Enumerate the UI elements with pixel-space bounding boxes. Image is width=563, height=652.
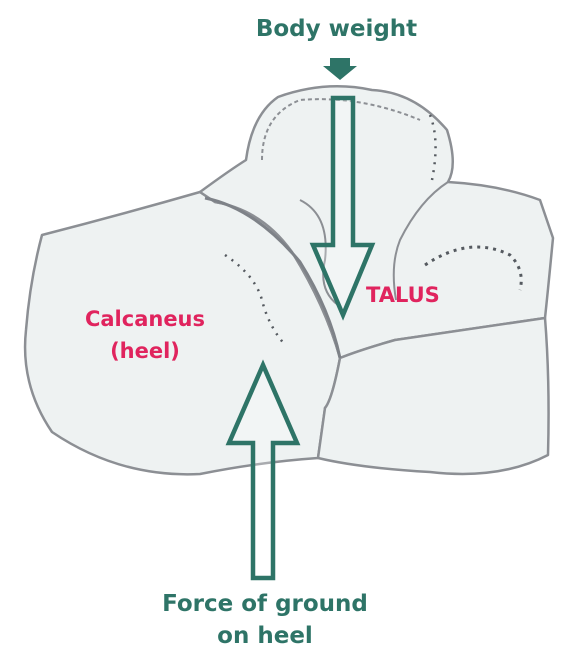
calcaneus-name: Calcaneus [70,303,220,335]
ground-force-label: Force of ground on heel [135,588,395,652]
ground-force-line-1: Force of ground [135,588,395,620]
body-weight-label: Body weight [0,16,563,42]
ground-force-line-2: on heel [135,620,395,652]
body-weight-pointer-icon [323,58,357,80]
talus-label: TALUS [366,283,440,307]
calcaneus-label: Calcaneus (heel) [70,303,220,367]
calcaneus-note: (heel) [70,335,220,367]
